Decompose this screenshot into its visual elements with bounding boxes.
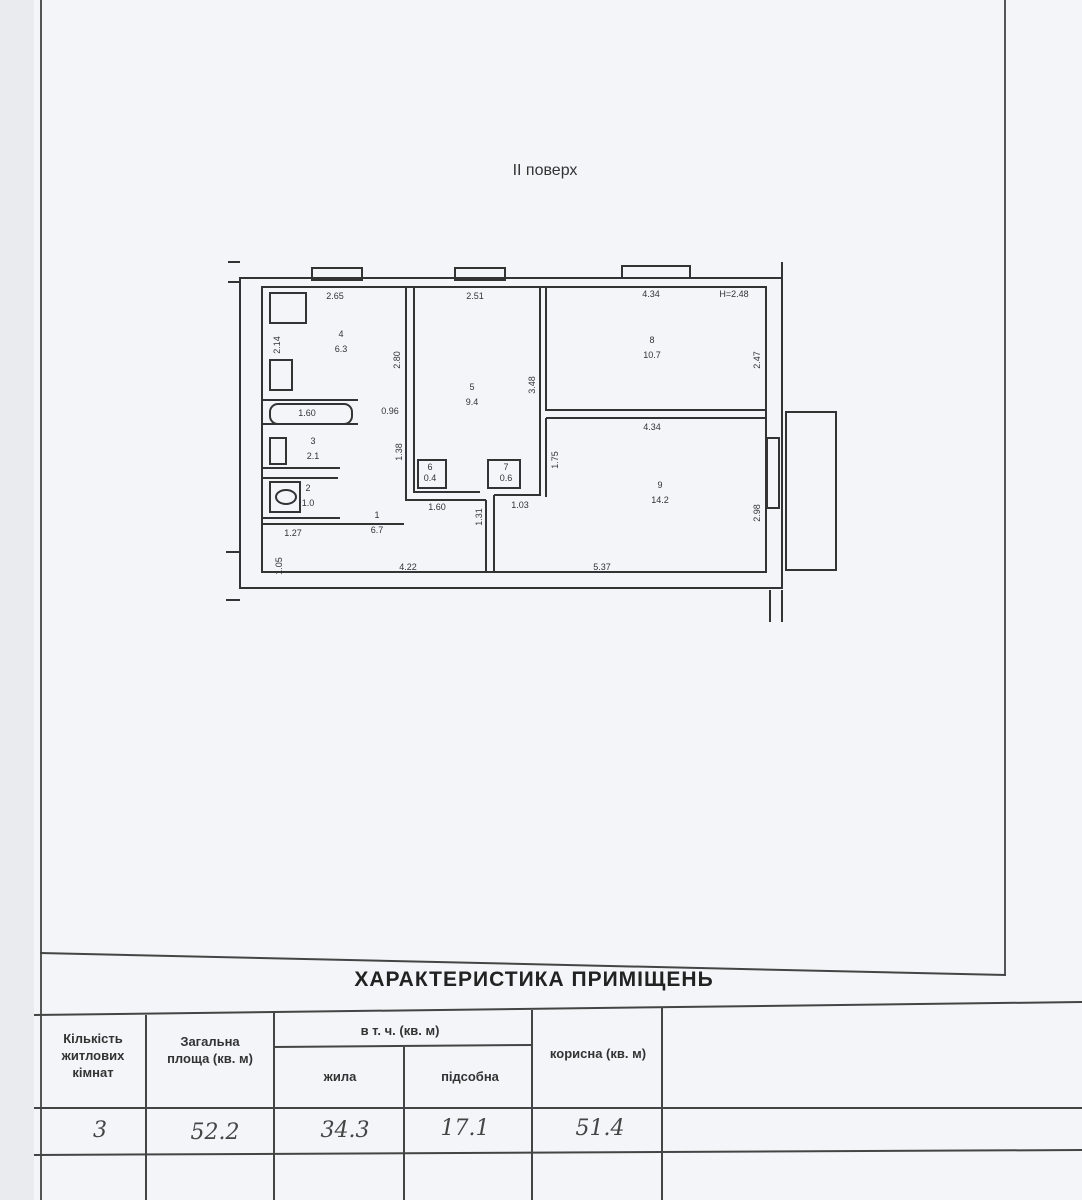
value-living: 34.3 bbox=[320, 1118, 370, 1143]
frame-left-line bbox=[40, 0, 42, 1200]
washbasin bbox=[269, 437, 287, 465]
svg-text:2.80: 2.80 bbox=[392, 351, 402, 369]
header-useful: корисна (кв. м) bbox=[549, 1046, 647, 1061]
svg-text:1.31: 1.31 bbox=[474, 508, 484, 526]
svg-text:2.65: 2.65 bbox=[326, 291, 344, 301]
room-area: 1.0 bbox=[302, 498, 315, 508]
room-number: 7 bbox=[503, 462, 508, 472]
svg-text:H=2.48: H=2.48 bbox=[719, 289, 748, 299]
room-number: 8 bbox=[649, 335, 654, 345]
room-area: 0.6 bbox=[500, 473, 513, 483]
value-total-area: 52.2 bbox=[190, 1120, 240, 1145]
stove bbox=[269, 292, 307, 324]
room-number: 9 bbox=[657, 480, 662, 490]
svg-text:2.51: 2.51 bbox=[466, 291, 484, 301]
header-living: жила bbox=[323, 1069, 357, 1084]
bathtub bbox=[269, 403, 353, 425]
header-total-area: Загальна площа (кв. м) bbox=[167, 1034, 253, 1066]
svg-text:1.60: 1.60 bbox=[298, 408, 316, 418]
svg-text:3.48: 3.48 bbox=[527, 376, 537, 394]
room-labels: 4 6.3 5 9.4 8 10.7 3 2.1 2 1.0 6 0.4 7 0… bbox=[302, 329, 669, 535]
room-number: 4 bbox=[338, 329, 343, 339]
svg-text:5.37: 5.37 bbox=[593, 562, 611, 572]
room-area: 6.7 bbox=[371, 525, 384, 535]
floor-label: ІІ поверх bbox=[512, 162, 578, 179]
value-rooms-count: 3 bbox=[93, 1118, 107, 1143]
value-auxiliary: 17.1 bbox=[440, 1116, 490, 1141]
value-useful: 51.4 bbox=[575, 1116, 625, 1141]
window bbox=[766, 437, 780, 509]
header-rooms-count: Кількість житлових кімнат bbox=[61, 1031, 125, 1080]
svg-text:1.75: 1.75 bbox=[550, 451, 560, 469]
sink bbox=[269, 359, 293, 391]
inner-wall bbox=[261, 286, 767, 573]
svg-text:1.60: 1.60 bbox=[428, 502, 446, 512]
balcony bbox=[785, 411, 837, 571]
svg-text:2.47: 2.47 bbox=[752, 351, 762, 369]
svg-text:1.27: 1.27 bbox=[284, 528, 302, 538]
room-number: 3 bbox=[310, 436, 315, 446]
svg-text:4.34: 4.34 bbox=[643, 422, 661, 432]
room-number: 1 bbox=[374, 510, 379, 520]
svg-text:1.38: 1.38 bbox=[394, 443, 404, 461]
svg-text:2.98: 2.98 bbox=[752, 504, 762, 522]
room-number: 5 bbox=[469, 382, 474, 392]
room-area: 2.1 bbox=[307, 451, 320, 461]
svg-text:4.22: 4.22 bbox=[399, 562, 417, 572]
table-title: ХАРАКТЕРИСТИКА ПРИМІЩЕНЬ bbox=[354, 968, 714, 991]
room-area: 9.4 bbox=[466, 397, 479, 407]
floor-plan: 2.65 2.51 4.34 H=2.48 2.14 2.80 3.48 2.4… bbox=[226, 261, 837, 622]
room-number: 2 bbox=[305, 483, 310, 493]
window bbox=[454, 267, 506, 281]
frame-right-line bbox=[1004, 0, 1006, 975]
header-incl: в т. ч. (кв. м) bbox=[360, 1023, 440, 1038]
toilet bbox=[269, 481, 301, 513]
room-number: 6 bbox=[427, 462, 432, 472]
document-sheet bbox=[34, 0, 1082, 1200]
outer-wall bbox=[239, 277, 783, 589]
svg-text:4.34: 4.34 bbox=[642, 289, 660, 299]
room-area: 14.2 bbox=[651, 495, 669, 505]
svg-text:2.14: 2.14 bbox=[272, 336, 282, 354]
window bbox=[621, 265, 691, 279]
room-area: 6.3 bbox=[335, 344, 348, 354]
svg-text:1.05: 1.05 bbox=[274, 557, 284, 575]
header-auxiliary: підсобна bbox=[441, 1069, 499, 1084]
window bbox=[311, 267, 363, 281]
svg-text:0.96: 0.96 bbox=[381, 406, 399, 416]
room-area: 0.4 bbox=[424, 473, 437, 483]
room-area: 10.7 bbox=[643, 350, 661, 360]
svg-text:1.03: 1.03 bbox=[511, 500, 529, 510]
